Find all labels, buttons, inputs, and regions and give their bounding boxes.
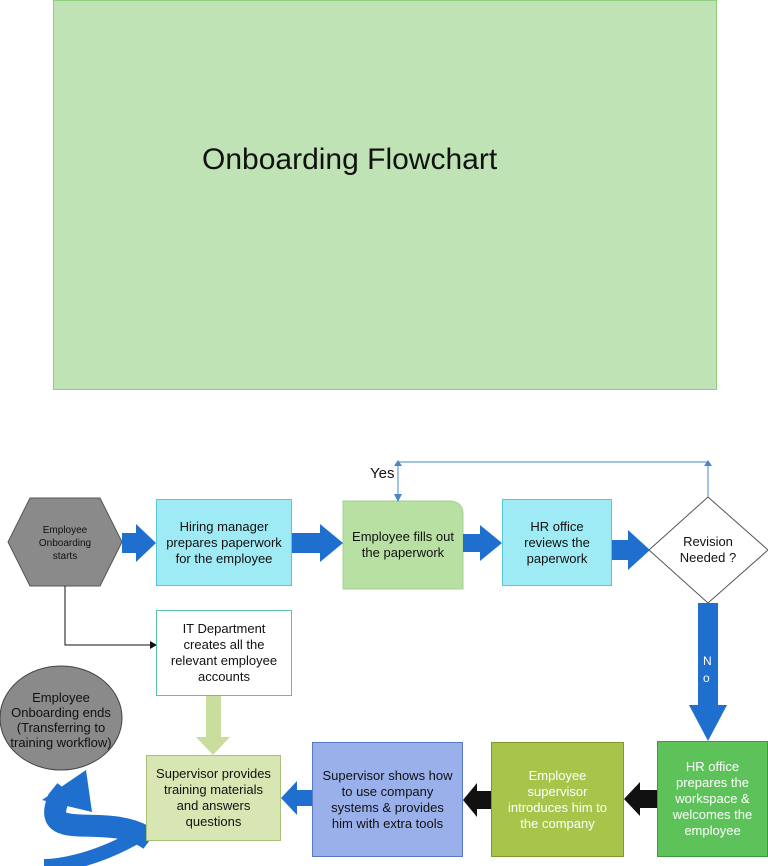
arrow-systems-to-training: [281, 781, 312, 815]
arrow-it-to-training: [196, 696, 230, 755]
title-panel: [53, 0, 717, 390]
supervisor-systems-box: Supervisor shows how to use company syst…: [312, 742, 463, 857]
yes-label: Yes: [370, 465, 395, 482]
hr-prepare-box: HR office prepares the workspace & welco…: [657, 741, 768, 857]
connector-start-to-it: [64, 586, 150, 646]
hr-review-box: HR office reviews the paperwork: [502, 499, 612, 586]
supervisor-intro-box: Employee supervisor introduces him to th…: [491, 742, 624, 857]
arrow-hr-to-decision: [612, 530, 650, 570]
it-department-box: IT Department creates all the relevant e…: [156, 610, 292, 696]
hiring-manager-box: Hiring manager prepares paperwork for th…: [156, 499, 292, 586]
yes-loop-corner: [394, 460, 402, 466]
connector-start-to-it-head: [150, 641, 157, 649]
start-hexagon: [7, 497, 123, 587]
end-ellipse: [0, 665, 123, 771]
page-title: Onboarding Flowchart: [202, 143, 498, 176]
arrow-hr-to-intro: [624, 782, 657, 816]
decision-label: Revision Needed ?: [679, 534, 737, 565]
end-label: Employee Onboarding ends (Transferring t…: [10, 690, 112, 750]
yes-loop-tail: [704, 460, 712, 466]
yes-loop-connector: [397, 461, 709, 501]
arrow-decision-no: [689, 603, 727, 741]
arrow-fill-to-hr: [463, 525, 502, 561]
curved-arrow-base: [43, 825, 149, 866]
fill-paperwork-label: Employee fills out the paperwork: [352, 529, 454, 560]
curved-arrow-head: [42, 770, 92, 812]
arrow-hiring-to-fill: [292, 524, 343, 562]
arrow-start-to-hiring: [122, 524, 156, 562]
arrow-intro-to-systems: [463, 783, 491, 817]
no-label-n: N: [703, 654, 712, 668]
fill-paperwork-shape: [342, 500, 464, 590]
yes-loop-head: [394, 494, 402, 502]
no-label-o: o: [703, 671, 710, 685]
supervisor-training-box: Supervisor provides training materials a…: [146, 755, 281, 841]
start-label: Employee Onboarding starts: [38, 524, 92, 562]
